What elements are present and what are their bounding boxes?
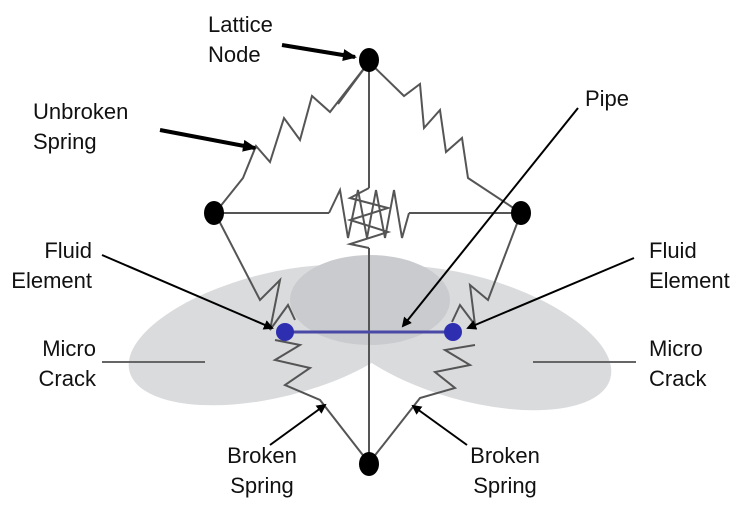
label-broken-spring-left: Broken Spring bbox=[227, 443, 297, 498]
lattice-node-top bbox=[359, 48, 379, 72]
unbroken-springs bbox=[214, 61, 522, 249]
label-pipe: Pipe bbox=[585, 86, 630, 111]
arrow-broken-spring-right bbox=[411, 404, 468, 446]
spring-top-left bbox=[214, 61, 370, 214]
label-broken-spring-right: Broken Spring bbox=[470, 443, 540, 498]
pipe bbox=[276, 323, 462, 341]
micro-crack-region bbox=[128, 255, 612, 411]
spring-center-vertical bbox=[346, 187, 392, 249]
lattice-nodes bbox=[204, 48, 531, 476]
lattice-frame bbox=[215, 61, 521, 463]
label-unbroken-spring: Unbroken Spring bbox=[33, 99, 129, 154]
label-fluid-element-left: Fluid Element bbox=[11, 238, 92, 293]
label-lattice-node: Lattice Node bbox=[208, 12, 273, 67]
lattice-node-right bbox=[511, 201, 531, 225]
broken-spring-upper-right bbox=[451, 212, 522, 329]
arrow-lattice-node bbox=[281, 43, 357, 61]
arrow-unbroken-spring bbox=[159, 128, 257, 152]
fluid-element-right-dot bbox=[444, 323, 462, 341]
label-fluid-element-right: Fluid Element bbox=[649, 238, 730, 293]
arrow-pipe bbox=[401, 107, 579, 328]
arrow-fluid-element-left bbox=[101, 254, 274, 330]
broken-springs bbox=[214, 212, 522, 464]
fluid-element-left-dot bbox=[276, 323, 294, 341]
spring-top-right bbox=[368, 61, 522, 214]
broken-spring-lower-left bbox=[272, 339, 370, 464]
broken-spring-lower-right bbox=[368, 344, 476, 464]
lattice-node-bottom bbox=[359, 452, 379, 476]
arrow-fluid-element-right bbox=[466, 257, 635, 330]
annotation-arrows bbox=[101, 43, 636, 446]
arrow-broken-spring-left bbox=[269, 403, 327, 446]
broken-spring-upper-left bbox=[214, 212, 296, 331]
label-micro-crack-left: Micro Crack bbox=[38, 336, 96, 391]
lattice-node-left bbox=[204, 201, 224, 225]
label-micro-crack-right: Micro Crack bbox=[649, 336, 707, 391]
